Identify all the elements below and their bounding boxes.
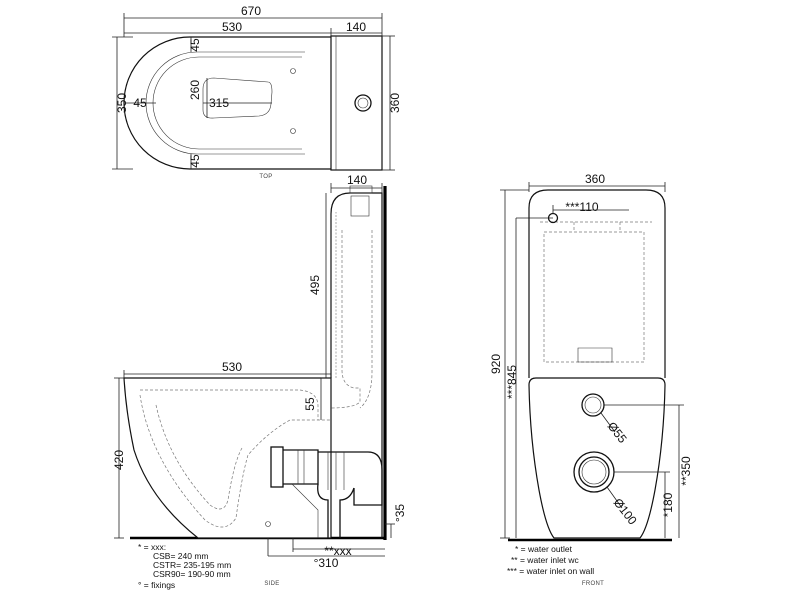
front-flush-valve	[577, 347, 613, 363]
top-view-label: TOP	[259, 174, 272, 180]
front-outlet-core	[581, 459, 607, 485]
top-flush-button	[354, 94, 372, 112]
top-view: 670 530 140 350 360 45 45 45 260 315 TOP	[112, 4, 402, 180]
side-valve	[350, 195, 370, 217]
top-overall-length: 670	[241, 4, 261, 18]
side-outlet-pipe	[270, 446, 383, 538]
side-note: CSR90= 190-90 mm	[153, 569, 231, 579]
front-view-label: FRONT	[582, 581, 604, 587]
top-rim-top: 45	[188, 38, 202, 52]
side-dimension-lines	[114, 183, 395, 557]
front-tank-hidden	[540, 221, 652, 363]
side-note: CSTR= 235-195 mm	[153, 560, 231, 570]
side-bowl-height: 420	[112, 450, 126, 470]
top-opening-height: 260	[188, 80, 202, 100]
side-rim-hidden	[140, 389, 319, 420]
side-tank-pipe	[329, 230, 361, 409]
side-trap-hidden	[139, 394, 330, 528]
front-note: *** = water inlet on wall	[507, 566, 594, 576]
side-inlet-cap	[349, 185, 373, 194]
front-view: 360 ***110 920 ***845 Ø55 Ø100 **350 *18…	[489, 172, 693, 587]
top-bowl-width: 350	[115, 93, 129, 113]
top-tank-depth: 140	[346, 20, 366, 34]
side-tank-height: 495	[308, 275, 322, 295]
top-rim-left: 45	[133, 96, 147, 110]
top-tank-outline	[330, 35, 383, 171]
side-outlet-floor-height: °35	[393, 504, 407, 522]
side-view-label: SIDE	[264, 581, 279, 587]
front-tank-outline	[528, 189, 666, 378]
front-inlet-inner	[584, 396, 602, 414]
side-notes: * = xxx: CSB= 240 mm CSTR= 235-195 mm CS…	[138, 542, 231, 590]
top-flush-button-inner	[357, 97, 369, 109]
side-outlet-distance: **xxx	[324, 544, 351, 558]
front-dimension-lines	[500, 182, 684, 539]
side-tank-pipe-2	[359, 230, 373, 409]
top-bowl-length: 530	[222, 20, 242, 34]
front-inlet-offset: ***110	[565, 200, 598, 214]
side-tank-depth: 140	[347, 173, 367, 187]
side-note: * = xxx:	[138, 542, 166, 552]
front-note: * = water outlet	[515, 544, 573, 554]
side-bowl-outline	[123, 377, 332, 539]
side-tank-outline	[330, 192, 383, 538]
top-opening-length: 315	[209, 96, 229, 110]
top-tank-width: 360	[388, 93, 402, 113]
front-bowl-outline	[528, 377, 666, 539]
front-notes: * = water outlet ** = water inlet wc ***…	[507, 544, 594, 576]
top-fixing-hole-upper	[290, 68, 296, 74]
front-overall-height: 920	[489, 354, 503, 374]
front-note: ** = water inlet wc	[511, 555, 580, 565]
top-dimension-lines	[112, 13, 395, 171]
top-fixing-hole-lower	[290, 128, 296, 134]
front-tank-width: 360	[585, 172, 605, 186]
front-outlet-inner	[578, 456, 610, 488]
side-trap-hidden-inner	[155, 404, 243, 510]
side-bowl-length: 530	[222, 360, 242, 374]
side-fixing-distance: °310	[314, 556, 339, 570]
front-outlet-height: *180	[661, 492, 675, 517]
front-inlet-height: ***845	[505, 365, 519, 399]
side-note: CSB= 240 mm	[153, 551, 209, 561]
side-outlet-offset: 55	[303, 397, 317, 411]
side-view: 140 495 530 55 420 °35 **xxx °310 * = xx…	[112, 173, 407, 590]
top-bowl-opening	[202, 77, 273, 119]
front-inlet-wc-height: **350	[679, 456, 693, 486]
side-fixing-point	[265, 521, 271, 527]
top-rim-bottom: 45	[188, 154, 202, 168]
side-note: ° = fixings	[138, 580, 175, 590]
